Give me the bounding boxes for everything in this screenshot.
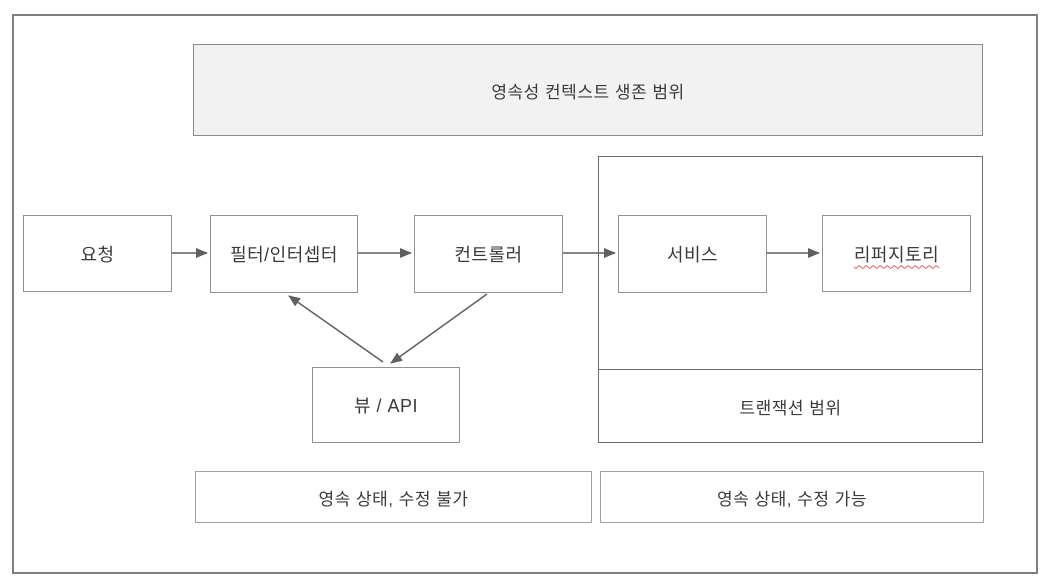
view-api-label: 뷰 / API: [353, 396, 419, 416]
transaction-scope-label: 트랜잭션 범위: [739, 398, 842, 418]
legend-modifiable-box: 영속 상태, 수정 가능: [600, 471, 984, 523]
controller-label: 컨트롤러: [454, 245, 523, 265]
persistence-context-scope-label: 영속성 컨텍스트 생존 범위: [491, 82, 685, 102]
service-node: 서비스: [618, 215, 767, 293]
service-label: 서비스: [666, 245, 719, 265]
request-label: 요청: [80, 244, 115, 265]
repository-node: 리퍼지토리: [822, 215, 971, 292]
legend-not-modifiable-box: 영속 상태, 수정 불가: [195, 471, 592, 523]
repository-label: 리퍼지토리: [853, 244, 940, 265]
transaction-scope-container: 트랜잭션 범위: [598, 156, 983, 443]
request-node: 요청: [23, 215, 172, 292]
transaction-scope-strip: 트랜잭션 범위: [599, 369, 982, 442]
persistence-context-scope-box: 영속성 컨텍스트 생존 범위: [193, 44, 983, 136]
controller-node: 컨트롤러: [414, 215, 563, 293]
legend-not-modifiable-label: 영속 상태, 수정 불가: [318, 489, 469, 509]
filter-interceptor-label: 필터/인터셉터: [230, 245, 338, 265]
view-api-node: 뷰 / API: [312, 367, 460, 443]
legend-modifiable-label: 영속 상태, 수정 가능: [716, 489, 867, 509]
filter-interceptor-node: 필터/인터셉터: [210, 215, 358, 293]
